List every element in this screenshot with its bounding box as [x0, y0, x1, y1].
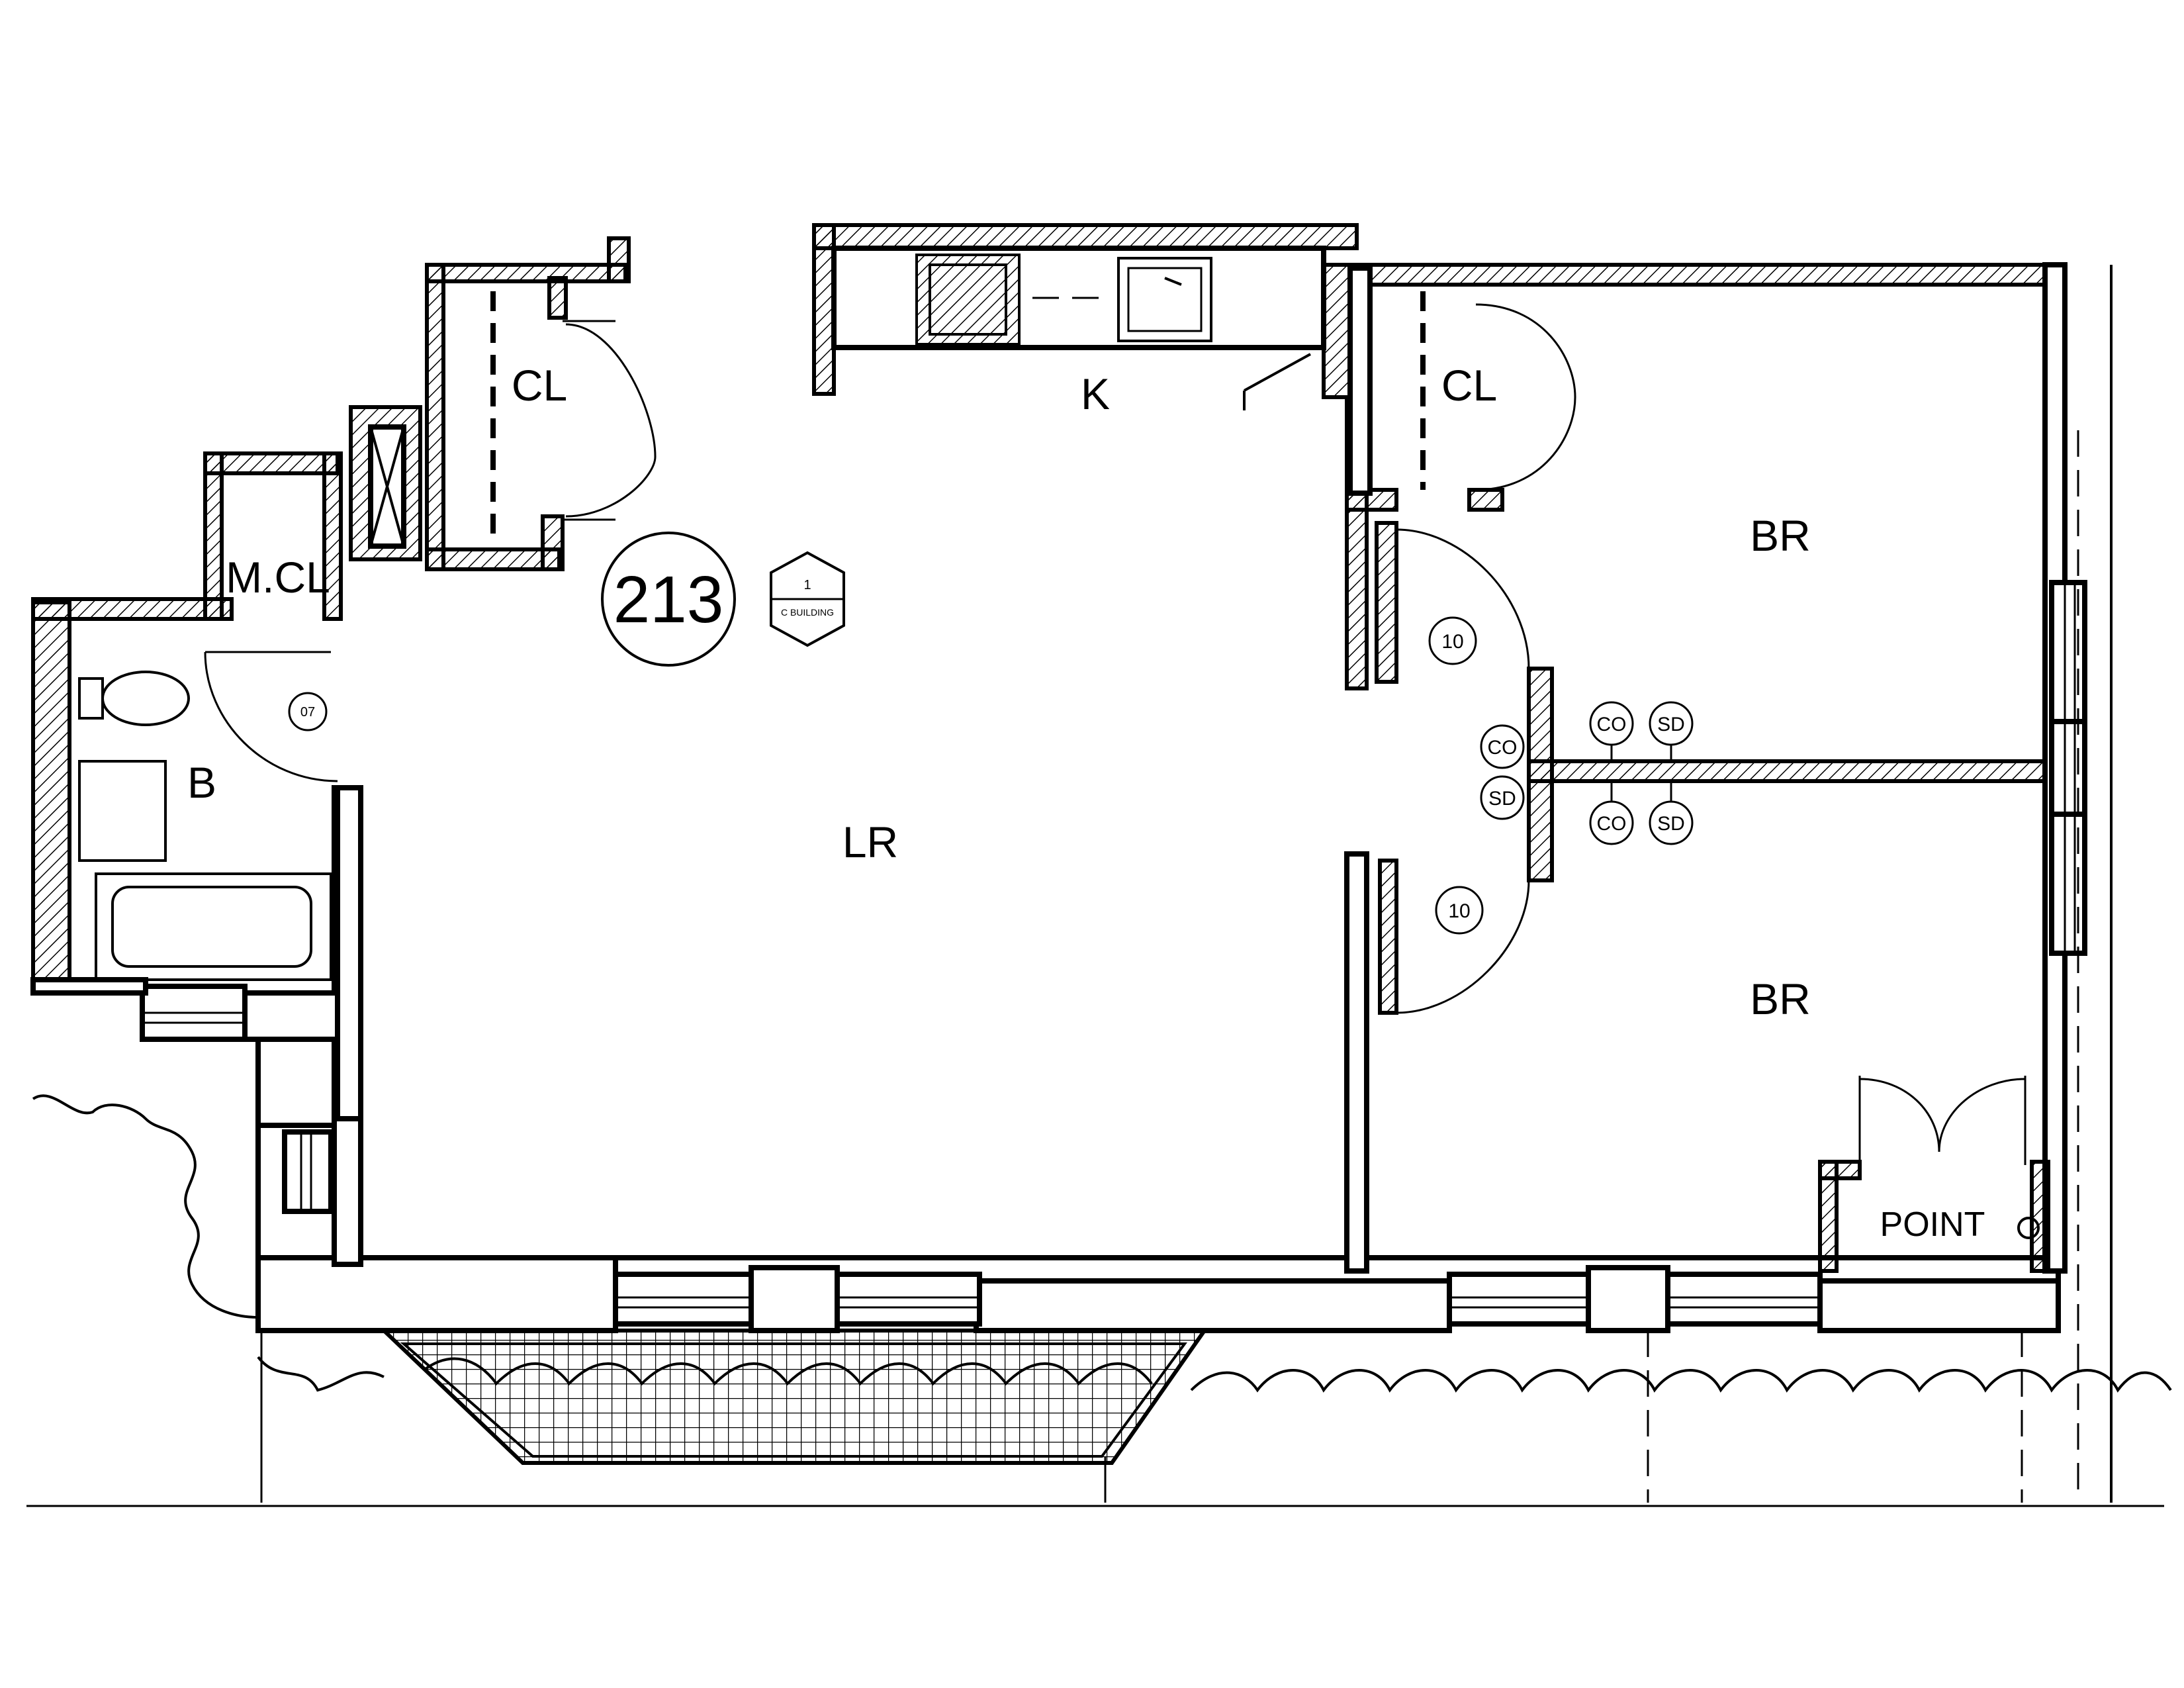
point-label: POINT	[1880, 1205, 1985, 1244]
room-label-bedroom-upper: BR	[1750, 511, 1811, 560]
building-tag-text: C BUILDING	[781, 607, 834, 618]
door-tag-upper: 10	[1441, 631, 1463, 653]
point-marker-icon	[2017, 1217, 2040, 1239]
building-tag-number: 1	[803, 578, 811, 592]
smoke-detector-label: SD	[1657, 813, 1685, 835]
door-tag-lower: 10	[1448, 900, 1470, 922]
closet-rods	[490, 291, 1426, 543]
toilet-icon	[101, 671, 190, 726]
unit-number: 213	[614, 563, 724, 637]
room-labels: LR K B CL CL M.CL BR BR POINT	[187, 361, 1985, 1244]
room-label-living-room: LR	[842, 818, 898, 867]
balcony	[379, 1329, 1208, 1465]
room-label-kitchen: K	[1081, 369, 1110, 418]
room-label-closet-left: CL	[512, 361, 567, 410]
range-icon	[915, 254, 1021, 346]
co-detector-label: CO	[1597, 714, 1627, 735]
building-tag-hexagon	[770, 551, 845, 647]
doors	[204, 303, 2050, 1273]
landscaping-hedge	[26, 1094, 2172, 1507]
co-detector-label: CO	[1597, 813, 1627, 835]
room-label-closet-right: CL	[1441, 361, 1497, 410]
door-tag-bath: 07	[300, 705, 315, 720]
bathtub-icon	[95, 872, 332, 981]
detector-symbols: CO SD CO SD CO SD 10 10 07	[288, 616, 2040, 1239]
smoke-detector-label: SD	[1657, 714, 1685, 735]
sink-icon	[1117, 257, 1212, 342]
sink-icon	[78, 760, 167, 862]
smoke-detector-label: SD	[1488, 788, 1516, 810]
interior-walls	[335, 265, 1373, 1274]
bath-fixtures	[78, 671, 332, 981]
unit-number-circle	[601, 532, 736, 667]
exterior-walls	[30, 223, 2113, 1503]
room-label-bedroom-lower: BR	[1750, 974, 1811, 1023]
room-label-bath: B	[187, 758, 216, 807]
room-label-media-closet: M.CL	[226, 553, 330, 602]
unit-marker: 213 1 C BUILDING	[601, 532, 845, 667]
co-detector-label: CO	[1488, 737, 1518, 759]
kitchen-counter	[831, 246, 1326, 410]
